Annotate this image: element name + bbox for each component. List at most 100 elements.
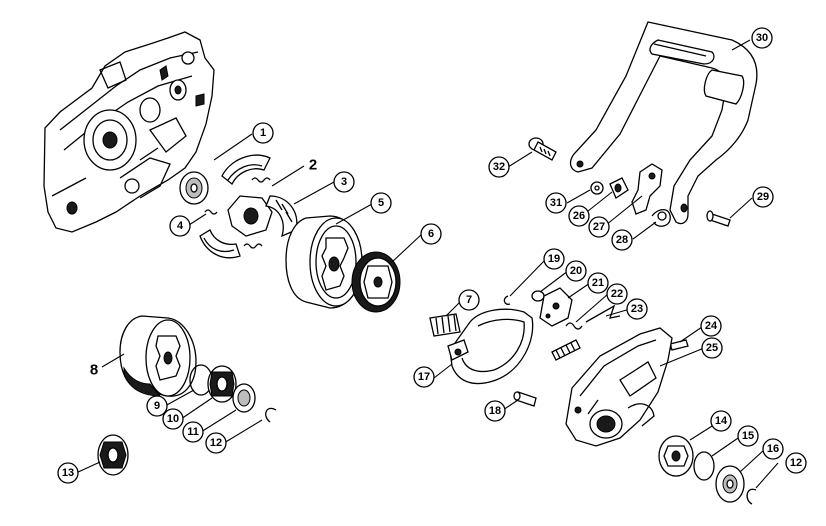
svg-text:5: 5 <box>378 197 384 209</box>
svg-text:21: 21 <box>592 277 604 289</box>
svg-text:13: 13 <box>62 467 74 479</box>
spring-22 <box>565 322 583 330</box>
callout-24: 24 <box>700 315 722 337</box>
svg-text:20: 20 <box>570 265 582 277</box>
svg-text:6: 6 <box>428 228 434 240</box>
callout-17: 17 <box>413 366 435 388</box>
bolt-32 <box>528 137 557 161</box>
svg-text:7: 7 <box>466 294 472 306</box>
svg-text:9: 9 <box>154 400 160 412</box>
svg-text:30: 30 <box>756 32 768 44</box>
svg-text:26: 26 <box>573 210 585 222</box>
pin-18 <box>513 391 537 407</box>
callout-18: 18 <box>484 400 506 422</box>
callout-3: 3 <box>333 171 355 193</box>
clutch-spring <box>251 177 271 183</box>
callout-14: 14 <box>710 410 732 432</box>
svg-text:12: 12 <box>210 437 222 449</box>
callout-1: 1 <box>252 122 274 144</box>
callout-2: 2 <box>309 157 317 174</box>
svg-text:2: 2 <box>309 157 317 174</box>
callout-25: 25 <box>701 337 723 359</box>
callout-19: 19 <box>543 248 565 270</box>
hand-guard <box>569 21 758 225</box>
brake-band-17 <box>447 308 534 385</box>
e-clip-12-right <box>746 488 757 505</box>
washer-16 <box>715 465 745 503</box>
clutch-shoe-top <box>221 154 271 186</box>
svg-text:28: 28 <box>616 234 628 246</box>
clutch-shoe-bottom <box>199 229 241 259</box>
svg-text:24: 24 <box>705 320 718 332</box>
washer-31 <box>590 181 604 195</box>
svg-text:8: 8 <box>90 362 98 379</box>
tension-spring <box>551 339 581 361</box>
washer-part <box>179 171 209 205</box>
callout-10: 10 <box>162 408 184 430</box>
callout-20: 20 <box>565 260 587 282</box>
sprocket-13 <box>97 434 129 476</box>
clutch-drum <box>285 215 363 309</box>
svg-text:18: 18 <box>489 405 501 417</box>
washer-20 <box>531 290 545 302</box>
callout-22: 22 <box>606 283 628 305</box>
leader-lines <box>75 39 779 489</box>
lever-21 <box>539 287 573 327</box>
washer-11 <box>232 383 256 413</box>
rod-23 <box>585 304 621 323</box>
rim-sprocket <box>351 251 401 313</box>
callout-6: 6 <box>420 223 442 245</box>
svg-text:16: 16 <box>767 443 779 455</box>
svg-text:17: 17 <box>418 371 430 383</box>
svg-text:23: 23 <box>631 303 643 315</box>
callout-13: 13 <box>57 462 79 484</box>
svg-text:29: 29 <box>757 191 769 203</box>
callout-7: 7 <box>458 289 480 311</box>
callout-5: 5 <box>370 192 392 214</box>
callout-27: 27 <box>588 216 610 238</box>
clutch-drum-alt <box>119 315 197 397</box>
svg-text:15: 15 <box>742 430 754 442</box>
callout-9: 9 <box>146 395 168 417</box>
svg-text:31: 31 <box>550 197 562 209</box>
svg-text:19: 19 <box>548 253 560 265</box>
callout-23: 23 <box>626 298 648 320</box>
svg-text:1: 1 <box>260 127 266 139</box>
callout-8: 8 <box>90 362 98 379</box>
callout-15: 15 <box>737 425 759 447</box>
callout-12-right: 12 <box>785 452 807 474</box>
callout-32: 32 <box>488 156 510 178</box>
svg-text:22: 22 <box>611 288 623 300</box>
callout-4: 4 <box>169 215 191 237</box>
clutch-spring-lower <box>243 243 263 249</box>
lever-27 <box>631 163 663 215</box>
callout-21: 21 <box>587 272 609 294</box>
needle-cage-7 <box>429 313 461 337</box>
callout-28: 28 <box>611 229 633 251</box>
clutch-shoe-right <box>265 195 298 238</box>
bushing-26 <box>609 177 629 199</box>
svg-text:25: 25 <box>706 342 718 354</box>
svg-text:32: 32 <box>493 161 505 173</box>
callout-30: 30 <box>751 27 773 49</box>
e-clip-12-left <box>265 407 277 423</box>
callout-26: 26 <box>568 205 590 227</box>
callout-12-left: 12 <box>205 432 227 454</box>
snap-ring-15 <box>693 451 715 481</box>
clip-19 <box>503 295 511 305</box>
spur-sprocket-14 <box>658 435 694 477</box>
callout-16: 16 <box>762 438 784 460</box>
clutch-hub <box>227 195 273 237</box>
svg-text:4: 4 <box>177 220 184 232</box>
crankcase-housing <box>43 31 215 233</box>
sprocket-10 <box>207 365 237 403</box>
clutch-spring-small <box>204 209 218 215</box>
svg-text:27: 27 <box>593 221 605 233</box>
svg-text:10: 10 <box>167 413 179 425</box>
svg-text:11: 11 <box>187 426 199 438</box>
sprocket-cover-25 <box>565 327 673 447</box>
callout-29: 29 <box>752 186 774 208</box>
svg-text:3: 3 <box>341 176 347 188</box>
screw-29 <box>706 210 731 227</box>
